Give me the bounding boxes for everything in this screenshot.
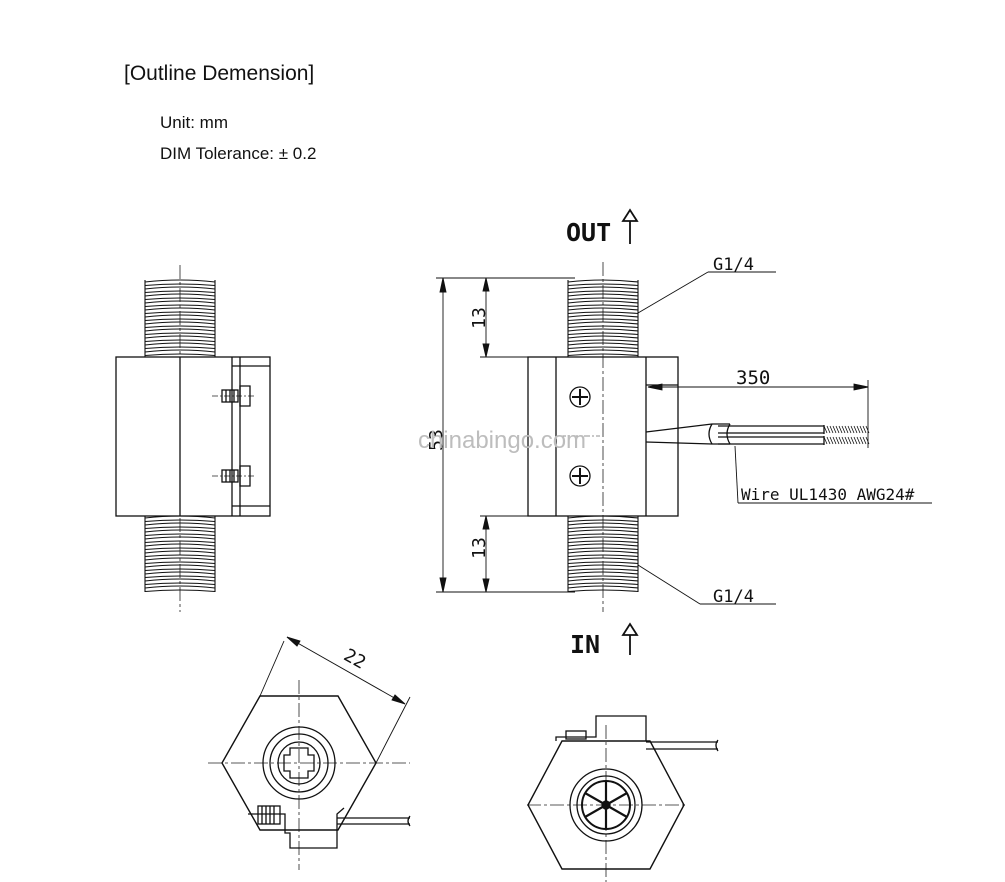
- in-label: IN: [570, 630, 600, 659]
- front-view: [436, 208, 932, 655]
- thread-length-bottom-label: 13: [469, 537, 490, 559]
- screw-top-side: [212, 385, 256, 407]
- out-label: OUT: [566, 218, 611, 247]
- out-arrow-icon: [621, 208, 639, 244]
- wire-leader: [734, 445, 932, 504]
- unit-note: Unit: mm: [160, 113, 228, 132]
- in-arrow-icon: [621, 622, 639, 655]
- thread-top-left: [144, 279, 216, 357]
- cable: [645, 423, 870, 445]
- length-dimensions: [436, 277, 575, 593]
- sensor-body-front: [527, 356, 679, 517]
- hex-view-left: [208, 636, 411, 870]
- tolerance-note: DIM Tolerance: ± 0.2: [160, 144, 317, 163]
- port-outer-left: [262, 726, 336, 800]
- thread-label-bottom: G1/4: [713, 587, 754, 607]
- side-view: [115, 265, 271, 612]
- impeller-shroud: [277, 741, 321, 785]
- thread-label-top: G1/4: [713, 255, 754, 275]
- screw-bottom-front: [569, 465, 591, 487]
- thread-leader-top: [637, 271, 709, 314]
- screw-bottom-side: [212, 465, 256, 487]
- thread-length-top-label: 13: [469, 307, 490, 329]
- sensor-body-side: [115, 356, 271, 517]
- hex-view-right: [527, 715, 719, 882]
- thread-top-front: [567, 279, 639, 357]
- thread-leader-bottom: [637, 564, 701, 605]
- wire-length-label: 350: [736, 367, 770, 389]
- screw-top-front: [569, 386, 591, 408]
- total-length-label: 53: [426, 429, 447, 451]
- port-outer-right: [569, 768, 643, 842]
- watermark: chinabingo.com: [418, 427, 586, 454]
- hex-dimension: [259, 636, 411, 764]
- drawing-title: [Outline Demension]: [124, 62, 315, 85]
- wire-spec-label: Wire UL1430 AWG24#: [741, 485, 915, 504]
- wire-length-dimension: [647, 380, 869, 448]
